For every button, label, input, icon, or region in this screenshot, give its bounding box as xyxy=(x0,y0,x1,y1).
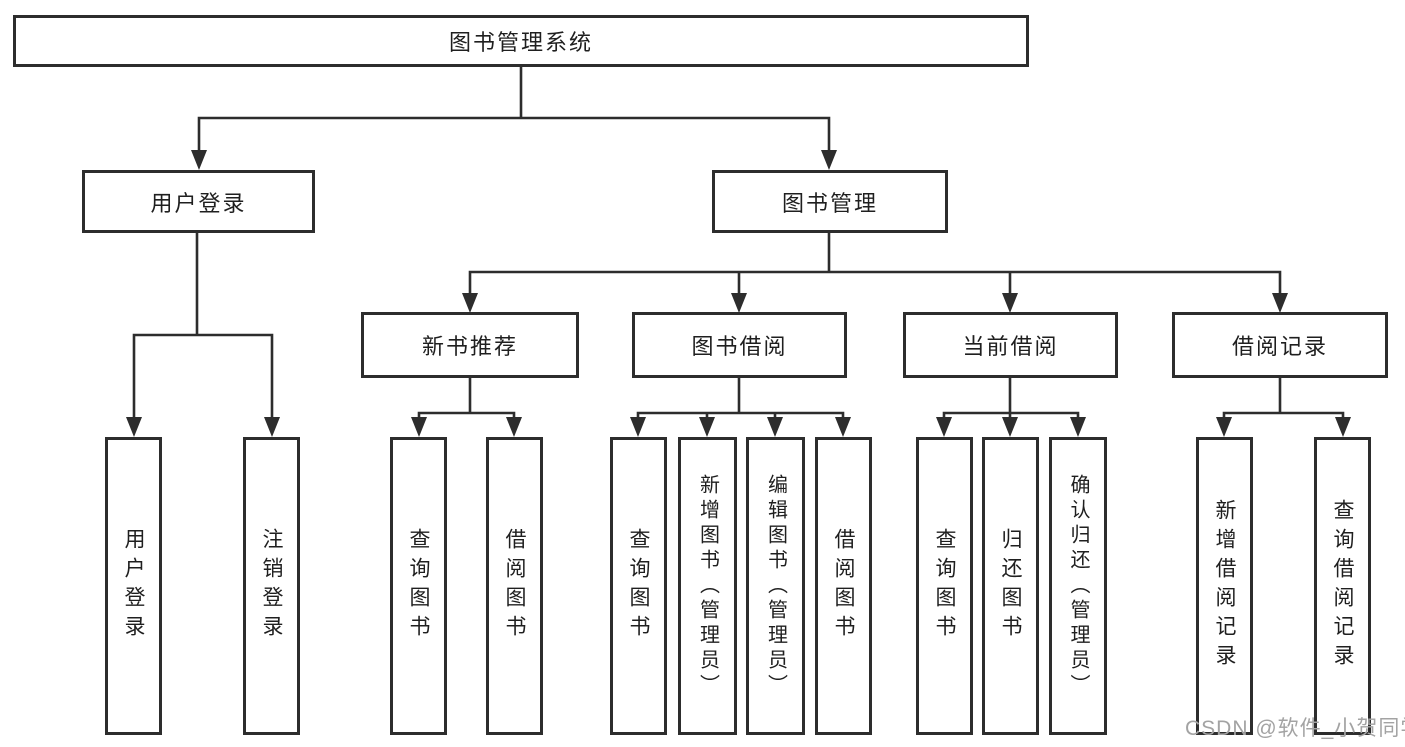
leaf-edit-book-admin: 编辑图书（管理员） xyxy=(746,437,805,735)
leaf-return-books: 归还图书 xyxy=(982,437,1039,735)
connector-borrow-to-leaves xyxy=(636,378,845,419)
arrowhead xyxy=(1335,417,1351,437)
node-book-borrow: 图书借阅 xyxy=(632,312,847,378)
connector-mgmt-to-level2 xyxy=(468,233,1282,295)
node-library-system: 图书管理系统 xyxy=(13,15,1029,67)
node-new-book-recommend: 新书推荐 xyxy=(361,312,579,378)
connector-records-to-leaves xyxy=(1222,378,1345,419)
leaf-query-books-recommend: 查询图书 xyxy=(390,437,447,735)
arrowhead xyxy=(699,417,715,437)
arrowhead xyxy=(1216,417,1232,437)
arrowhead xyxy=(462,293,478,313)
leaf-borrow-books-recommend: 借阅图书 xyxy=(486,437,543,735)
arrowhead xyxy=(731,293,747,313)
leaf-query-books-current: 查询图书 xyxy=(916,437,973,735)
node-current-borrow: 当前借阅 xyxy=(903,312,1118,378)
node-book-management: 图书管理 xyxy=(712,170,948,233)
node-user-login: 用户登录 xyxy=(82,170,315,233)
arrowheads xyxy=(126,150,1351,437)
leaf-logout: 注销登录 xyxy=(243,437,300,735)
connector-login-to-leaves xyxy=(132,233,274,419)
arrowhead xyxy=(821,150,837,170)
leaf-user-login: 用户登录 xyxy=(105,437,162,735)
arrowhead xyxy=(191,150,207,170)
leaf-confirm-return-admin: 确认归还（管理员） xyxy=(1049,437,1107,735)
connector-root-to-level1 xyxy=(197,67,831,152)
arrowhead xyxy=(767,417,783,437)
connector-newbook-to-leaves xyxy=(417,378,516,419)
arrowhead xyxy=(1002,293,1018,313)
arrowhead xyxy=(835,417,851,437)
arrowhead xyxy=(411,417,427,437)
leaf-borrow-books: 借阅图书 xyxy=(815,437,872,735)
arrowhead xyxy=(126,417,142,437)
leaf-query-borrow-record: 查询借阅记录 xyxy=(1314,437,1371,735)
arrowhead xyxy=(1002,417,1018,437)
leaf-query-books-borrow: 查询图书 xyxy=(610,437,667,735)
arrowhead xyxy=(1070,417,1086,437)
arrowhead xyxy=(1272,293,1288,313)
arrowhead xyxy=(506,417,522,437)
leaf-add-book-admin: 新增图书（管理员） xyxy=(678,437,737,735)
csdn-watermark: CSDN @软件_小贺同学 xyxy=(1185,717,1405,740)
connector-current-to-leaves xyxy=(942,378,1080,419)
arrowhead xyxy=(936,417,952,437)
leaf-add-borrow-record: 新增借阅记录 xyxy=(1196,437,1253,735)
node-borrow-records: 借阅记录 xyxy=(1172,312,1388,378)
arrowhead xyxy=(264,417,280,437)
arrowhead xyxy=(630,417,646,437)
